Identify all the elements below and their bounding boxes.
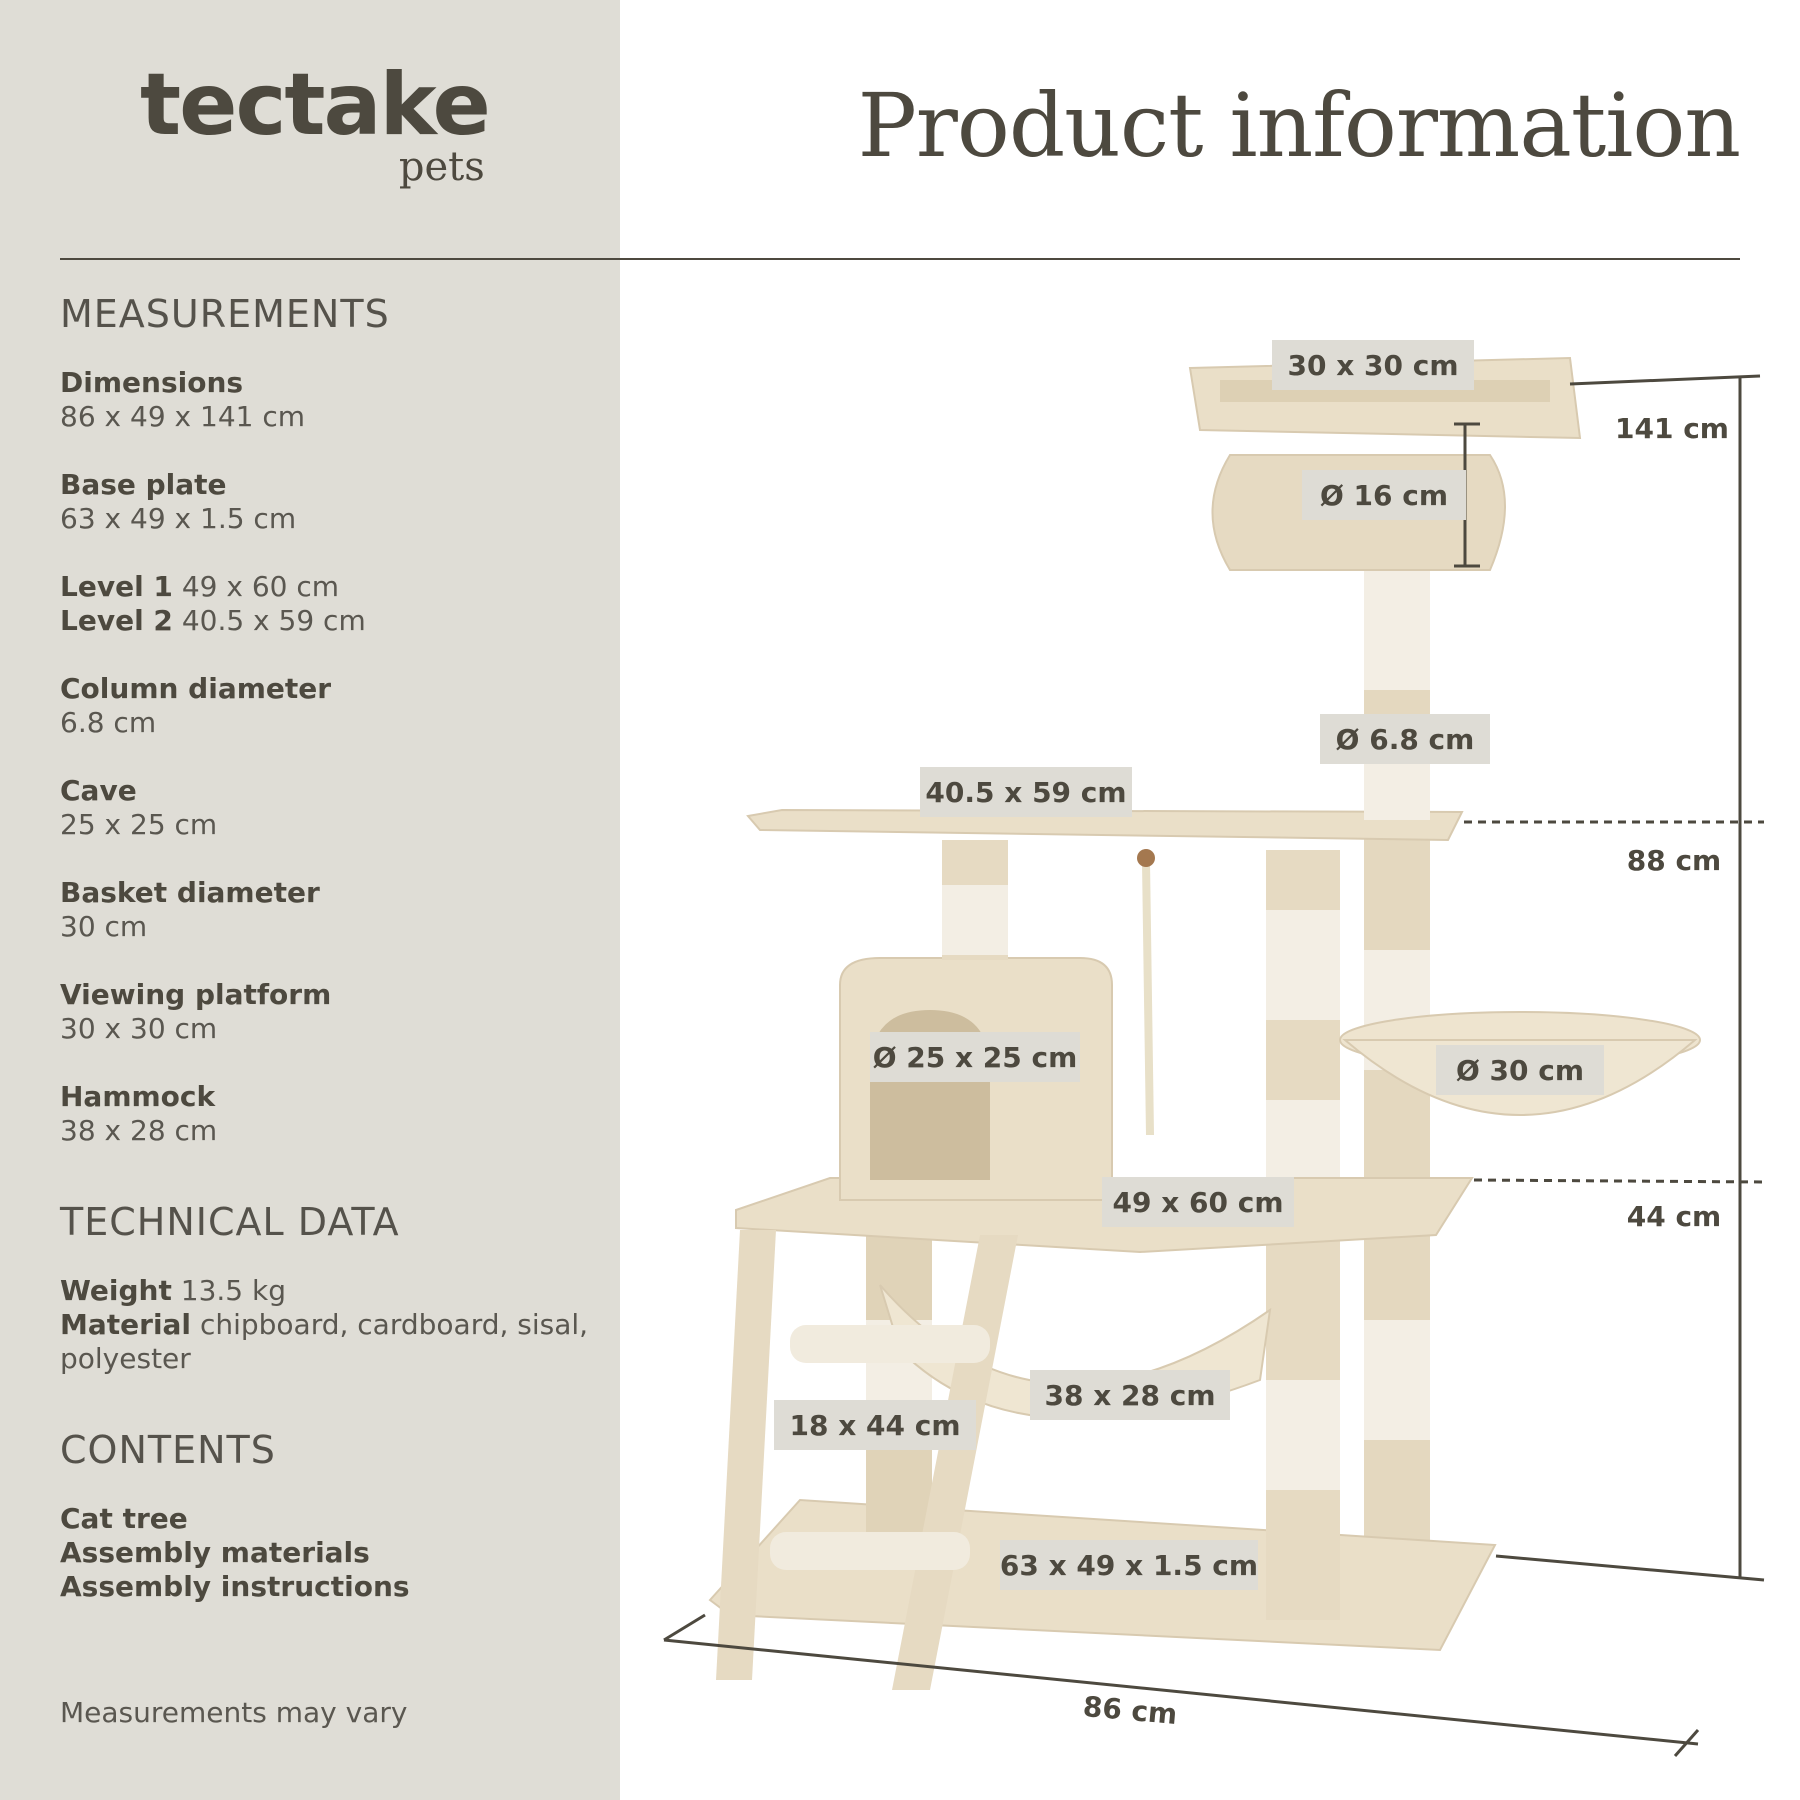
sisal-wrap [1266,1380,1340,1490]
sisal-wrap [1266,910,1340,1020]
label-basket: Ø 30 cm [1456,1054,1584,1087]
spec-label: Basket diameter [60,876,320,909]
rope-toy [1142,861,1154,1136]
disclaimer-note: Measurements may vary [60,1696,408,1729]
contents-item: Assembly instructions [60,1570,410,1603]
spec-label: Material [60,1308,192,1341]
label-height-level2: 88 cm [1627,844,1722,877]
contents-item: Assembly materials [60,1536,370,1569]
spec-viewing: Viewing platform 30 x 30 cm [60,978,600,1046]
brand-sub: pets [398,144,485,190]
spec-value: 25 x 25 cm [60,808,218,841]
spec-label: Base plate [60,468,227,501]
label-backgrounds [774,340,1604,1590]
level-guides [1464,820,1765,1184]
label-hammock: 38 x 28 cm [1044,1379,1215,1412]
spacer [60,1410,600,1428]
spec-label: Hammock [60,1080,216,1113]
label-column: Ø 6.8 cm [1336,723,1475,756]
spec-label: Dimensions [60,366,244,399]
spec-label: Level 2 [60,604,173,637]
spec-value: 30 cm [60,910,148,943]
label-ladder: 18 x 44 cm [789,1409,960,1442]
label-width: 86 cm [1082,1690,1179,1731]
spec-basket: Basket diameter 30 cm [60,876,600,944]
label-cave: Ø 25 x 25 cm [873,1041,1078,1074]
label-top-platform: 30 x 30 cm [1287,349,1458,382]
label-level1: 49 x 60 cm [1112,1186,1283,1219]
label-height-level1: 44 cm [1627,1200,1722,1233]
spec-value: 63 x 49 x 1.5 cm [60,502,297,535]
contents-item: Cat tree [60,1502,188,1535]
spec-column: Column diameter 6.8 cm [60,672,600,740]
sisal-wrap [1364,1320,1430,1440]
spec-list: MEASUREMENTS Dimensions 86 x 49 x 141 cm… [60,292,600,1638]
spec-label: Viewing platform [60,978,332,1011]
spec-label: Weight [60,1274,172,1307]
spec-label: Column diameter [60,672,332,705]
spec-level2: Level 2 40.5 x 59 cm [60,604,600,638]
spec-value: 40.5 x 59 cm [181,604,366,637]
label-level2: 40.5 x 59 cm [925,776,1126,809]
spec-value: 86 x 49 x 141 cm [60,400,306,433]
sisal-wrap [942,885,1008,955]
brand-name: tectake [140,55,491,155]
contents-list: Cat tree Assembly materials Assembly ins… [60,1502,600,1604]
page-title: Product information [857,74,1741,177]
spec-label: Level 1 [60,570,173,603]
spec-value: 38 x 28 cm [60,1114,218,1147]
spec-levels: Level 1 49 x 60 cm Level 2 40.5 x 59 cm [60,570,600,638]
spec-weight: Weight 13.5 kg [60,1274,600,1308]
spacer [60,1182,600,1200]
spec-value: 30 x 30 cm [60,1012,218,1045]
spec-base-plate: Base plate 63 x 49 x 1.5 cm [60,468,600,536]
header-divider [60,258,1740,260]
spec-material: Material chipboard, cardboard, sisal, po… [60,1308,600,1376]
spec-label: Cave [60,774,137,807]
spec-hammock: Hammock 38 x 28 cm [60,1080,600,1148]
brand-logo: tectake pets [140,55,491,190]
ladder [716,1230,1018,1690]
rope-knot [1137,849,1155,867]
spec-value: 49 x 60 cm [181,570,340,603]
cat-tree-illustration: 30 x 30 cm Ø 16 cm Ø 6.8 cm 40.5 x 59 cm… [663,340,1765,1757]
level2-platform [746,808,1464,842]
technical-heading: TECHNICAL DATA [60,1200,400,1244]
label-tube: Ø 16 cm [1320,479,1448,512]
label-base: 63 x 49 x 1.5 cm [1000,1549,1258,1582]
contents-heading: CONTENTS [60,1428,276,1472]
spec-cave: Cave 25 x 25 cm [60,774,600,842]
spec-value: 6.8 cm [60,706,157,739]
spec-value: chipboard, cardboard, sisal, polyester [60,1308,589,1375]
spec-level1: Level 1 49 x 60 cm [60,570,600,604]
spec-dimensions: Dimensions 86 x 49 x 141 cm [60,366,600,434]
measurements-heading: MEASUREMENTS [60,292,390,336]
spec-technical: Weight 13.5 kg Material chipboard, cardb… [60,1274,600,1376]
sidebar-panel [0,0,620,1800]
label-height-total: 141 cm [1615,412,1729,445]
spec-value: 13.5 kg [180,1274,286,1307]
